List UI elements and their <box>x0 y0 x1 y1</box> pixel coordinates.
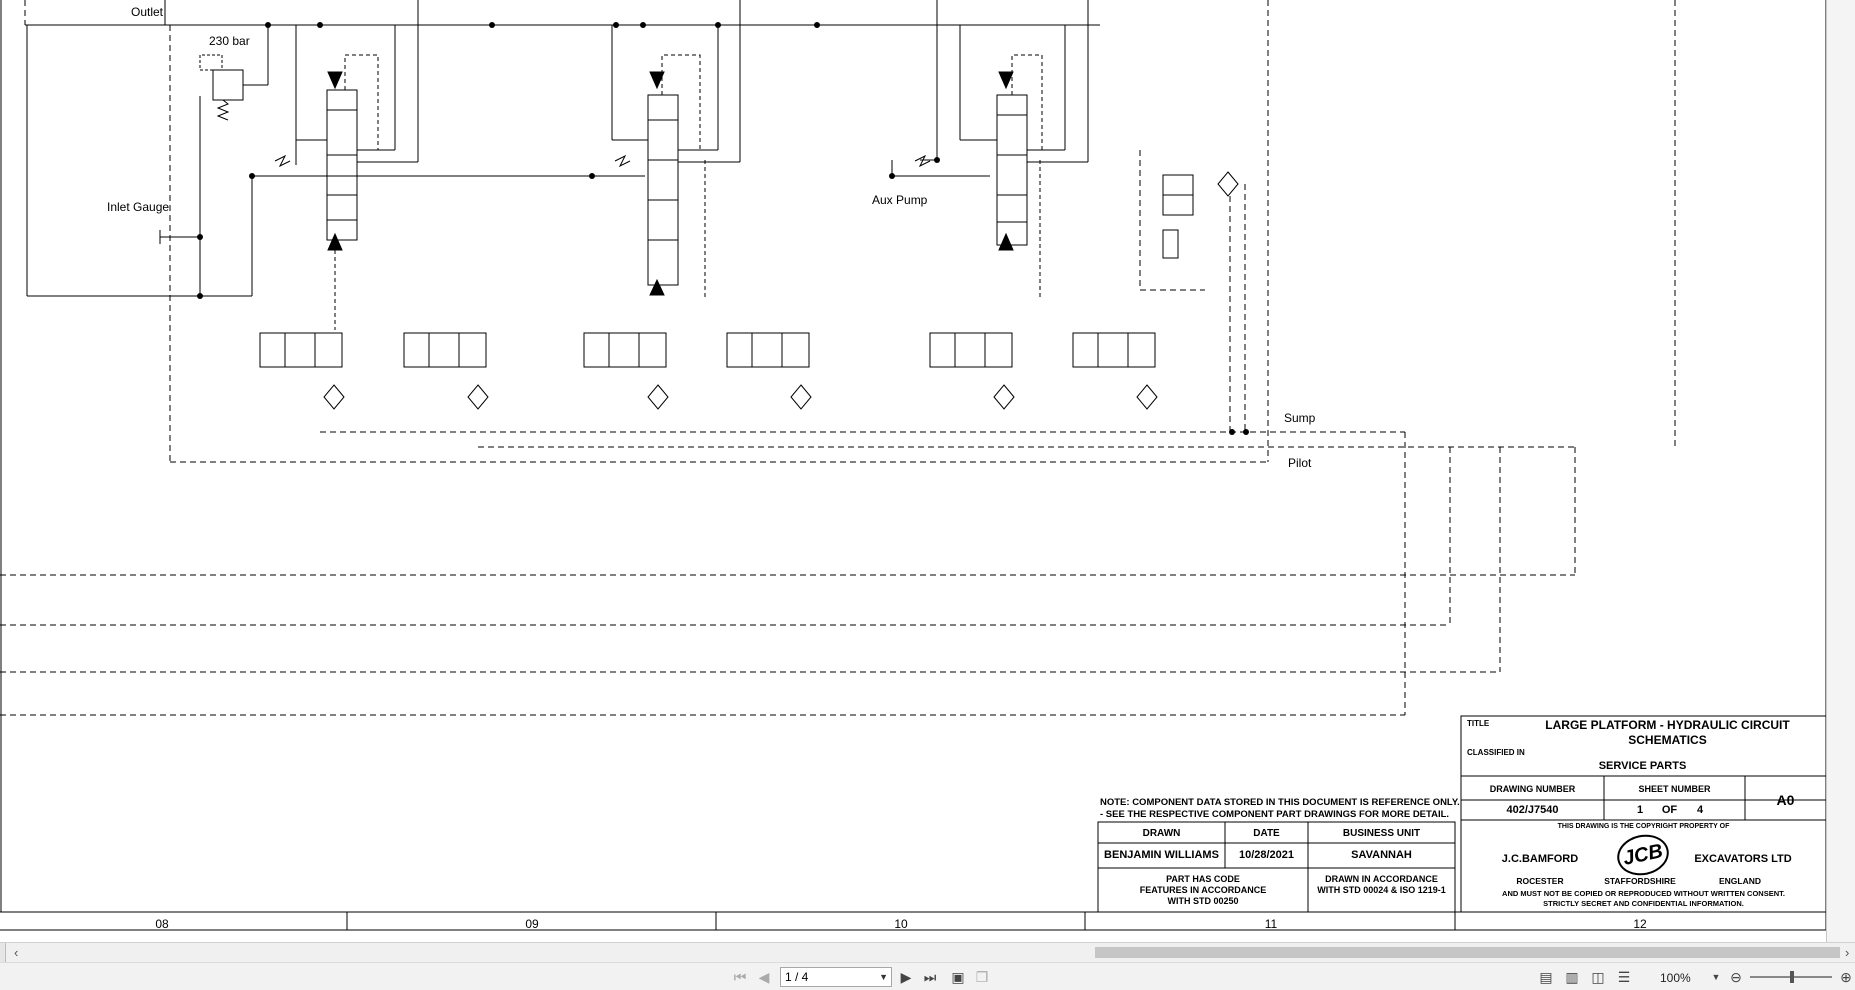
sheet-total: 4 <box>1696 804 1704 816</box>
zoom-in-icon[interactable]: ⊕ <box>1840 969 1852 985</box>
sump-label: Sump <box>1284 411 1316 425</box>
next-page-icon[interactable]: ▶ <box>900 969 912 985</box>
drawn-std-line-2: WITH STD 00024 & ISO 1219-1 <box>1317 885 1446 895</box>
zoom-out-icon[interactable]: ⊖ <box>1730 969 1742 985</box>
title-line-2: SCHEMATICS <box>1628 733 1707 747</box>
sheet-number: 1 <box>1636 804 1644 816</box>
drawn-std-line-1: DRAWN IN ACCORDANCE <box>1325 874 1438 884</box>
right-margin-strip <box>1826 0 1855 942</box>
hydraulic-schematic <box>0 0 1830 931</box>
horizontal-scrollbar[interactable]: ‹ › <box>0 942 1855 962</box>
date-label: DATE <box>1253 828 1280 839</box>
sheet-of: OF <box>1661 804 1678 816</box>
column-11: 11 <box>1264 917 1278 931</box>
confidential-line-2: STRICTLY SECRET AND CONFIDENTIAL INFORMA… <box>1543 899 1744 908</box>
drawing-number: 402/J7540 <box>1506 804 1559 816</box>
drawn-std-note: DRAWN IN ACCORDANCE WITH STD 00024 & ISO… <box>1308 874 1455 896</box>
title-line-1: LARGE PLATFORM - HYDRAULIC CIRCUIT <box>1545 718 1790 732</box>
sheet-number-label: SHEET NUMBER <box>1638 784 1711 794</box>
scroll-thumb[interactable] <box>1095 947 1840 958</box>
scroll-right-icon[interactable]: › <box>1845 945 1850 960</box>
part-code-line-2: FEATURES IN ACCORDANCE <box>1139 885 1267 895</box>
relief-pressure-label: 230 bar <box>209 34 250 48</box>
zoom-dropdown-icon[interactable]: ▼ <box>1711 972 1721 982</box>
viewer-toolbar: ⏮ ◀ 1 / 4 ▼ ▶ ⏭ ▣ ❐ ▤ ▥ ◫ ☰ 100% ▼ ⊖ ⊕ <box>0 962 1855 990</box>
zoom-level[interactable]: 100% <box>1660 971 1691 985</box>
classified-label: CLASSIFIED IN <box>1467 748 1525 757</box>
pilot-label: Pilot <box>1288 456 1312 470</box>
reference-notes: NOTE: COMPONENT DATA STORED IN THIS DOCU… <box>1100 797 1460 821</box>
note-line-2: - SEE THE RESPECTIVE COMPONENT PART DRAW… <box>1100 809 1450 820</box>
business-unit-label: BUSINESS UNIT <box>1342 828 1421 839</box>
column-09: 09 <box>525 917 539 931</box>
company-name-right: EXCAVATORS LTD <box>1694 853 1792 865</box>
sheet-size: A0 <box>1776 792 1795 808</box>
two-page-continuous-icon[interactable]: ☰ <box>1617 969 1631 985</box>
first-page-icon[interactable]: ⏮ <box>733 969 747 985</box>
note-line-1: NOTE: COMPONENT DATA STORED IN THIS DOCU… <box>1100 797 1460 808</box>
page-number-field[interactable]: 1 / 4 ▼ <box>780 967 892 987</box>
county: STAFFORDSHIRE <box>1604 876 1676 886</box>
classified-value: SERVICE PARTS <box>1598 760 1687 772</box>
aux-pump-label: Aux Pump <box>872 193 928 207</box>
continuous-view-icon[interactable]: ▥ <box>1565 969 1579 985</box>
chevron-down-icon[interactable]: ▼ <box>879 972 888 982</box>
page-number-text: 1 / 4 <box>785 970 809 984</box>
company-name-left: J.C.BAMFORD <box>1501 853 1579 865</box>
country: ENGLAND <box>1718 876 1762 886</box>
column-10: 10 <box>894 917 908 931</box>
business-unit-value: SAVANNAH <box>1351 849 1412 861</box>
drawn-value: BENJAMIN WILLIAMS <box>1104 849 1219 861</box>
inlet-gauge-label: Inlet Gauge <box>107 200 170 214</box>
part-code-line-3: WITH STD 00250 <box>1167 896 1239 906</box>
title-label: TITLE <box>1467 719 1490 728</box>
part-code-note: PART HAS CODE FEATURES IN ACCORDANCE WIT… <box>1098 874 1308 907</box>
column-08: 08 <box>155 917 169 931</box>
drawing-number-label: DRAWING NUMBER <box>1489 784 1576 794</box>
copyright-line: THIS DRAWING IS THE COPYRIGHT PROPERTY O… <box>1557 823 1730 830</box>
scroll-gutter <box>0 943 6 962</box>
drawn-label: DRAWN <box>1142 828 1181 839</box>
scroll-left-icon[interactable]: ‹ <box>14 945 19 960</box>
previous-page-icon[interactable]: ◀ <box>758 969 770 985</box>
drawing-sheet: Outlet 230 bar Inlet Gauge Aux Pump Sump… <box>0 0 1830 931</box>
outlet-label: Outlet <box>131 5 164 19</box>
confidential-line-1: AND MUST NOT BE COPIED OR REPRODUCED WIT… <box>1502 889 1785 898</box>
date-value: 10/28/2021 <box>1238 849 1295 861</box>
part-code-line-1: PART HAS CODE <box>1166 874 1240 884</box>
single-page-view-icon[interactable]: ▤ <box>1539 969 1553 985</box>
fit-page-icon[interactable]: ▣ <box>951 969 965 985</box>
last-page-icon[interactable]: ⏭ <box>923 969 937 985</box>
zoom-slider-handle[interactable] <box>1790 971 1794 983</box>
two-page-view-icon[interactable]: ◫ <box>1591 969 1605 985</box>
column-12: 12 <box>1633 917 1647 931</box>
town: ROCESTER <box>1516 876 1564 886</box>
copy-pages-icon[interactable]: ❐ <box>975 969 989 985</box>
